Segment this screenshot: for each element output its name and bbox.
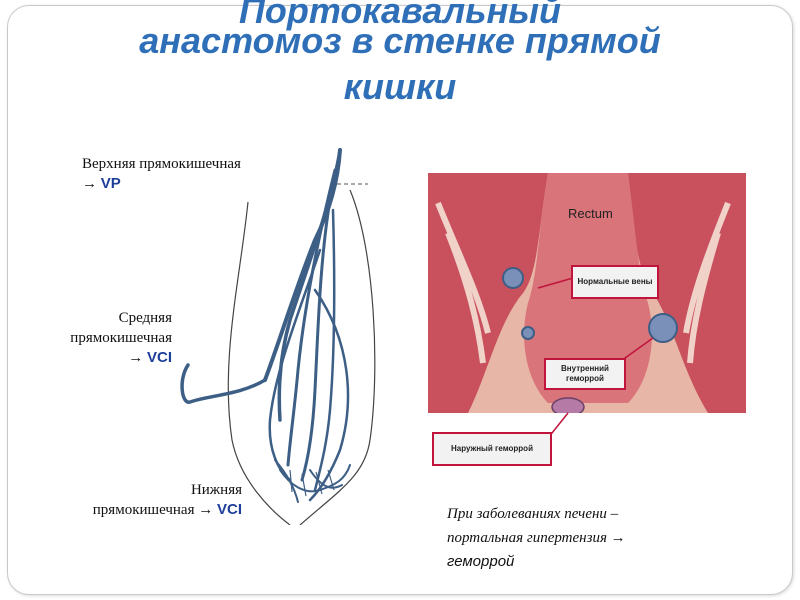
rectal-veins-illustration bbox=[180, 148, 376, 525]
normal-vein-cluster-left bbox=[502, 267, 524, 289]
caption-upper-text: Верхняя прямокишечная bbox=[82, 156, 241, 172]
hemorrhoidal-plexus bbox=[289, 469, 335, 497]
caption-middle-arrow: → bbox=[128, 350, 144, 366]
middle-rectal-vein-branch bbox=[180, 363, 267, 404]
title-line-1: анастомоз в стенке прямой bbox=[139, 20, 661, 61]
clinical-note: При заболеваниях печени – портальная гип… bbox=[447, 502, 747, 574]
fat-layers bbox=[435, 201, 731, 364]
caption-upper-arrow: → bbox=[82, 176, 97, 192]
label-external-hemorrhoid: Наружный геморрой bbox=[432, 432, 552, 466]
note-line1: При заболеваниях печени – bbox=[447, 506, 619, 522]
note-line3: геморрой bbox=[447, 553, 515, 570]
rectum-cross-section: Rectum bbox=[428, 173, 746, 468]
caption-lower-target: VCI bbox=[216, 501, 242, 518]
caption-upper-rectal: Верхняя прямокишечная → VP bbox=[82, 154, 241, 194]
caption-upper-target: VP bbox=[100, 175, 121, 192]
note-line2: портальная гипертензия → bbox=[447, 530, 626, 546]
label-internal-hemorrhoid: Внутренний геморрой bbox=[544, 358, 626, 390]
caption-middle-target: VCI bbox=[146, 349, 172, 366]
caption-middle-line2: прямокишечная bbox=[70, 330, 172, 346]
slide-title: Портокавальный анастомоз в стенке прямой… bbox=[0, 0, 800, 110]
caption-middle-line1: Средняя bbox=[118, 310, 172, 326]
vein-network bbox=[180, 148, 351, 503]
title-clipped-line: Портокавальный bbox=[238, 0, 562, 31]
caption-lower-rectal: Нижняя прямокишечная → VCI bbox=[30, 480, 242, 520]
callout-line-normal bbox=[537, 277, 574, 289]
internal-hemorrhoid-cluster bbox=[648, 313, 678, 343]
label-normal-veins: Нормальные вены bbox=[571, 265, 659, 299]
rectal-wall-outline-right bbox=[299, 189, 376, 525]
left-muscle-layer bbox=[428, 173, 548, 413]
title-line-2: кишки bbox=[343, 66, 457, 107]
caption-middle-rectal: Средняя прямокишечная → VCI bbox=[30, 308, 172, 368]
rectum-text: Rectum bbox=[568, 206, 613, 221]
caption-lower-line1: Нижняя bbox=[190, 482, 242, 498]
caption-lower-line2: прямокишечная → bbox=[92, 502, 214, 518]
rectal-wall-outline-left bbox=[227, 201, 291, 525]
